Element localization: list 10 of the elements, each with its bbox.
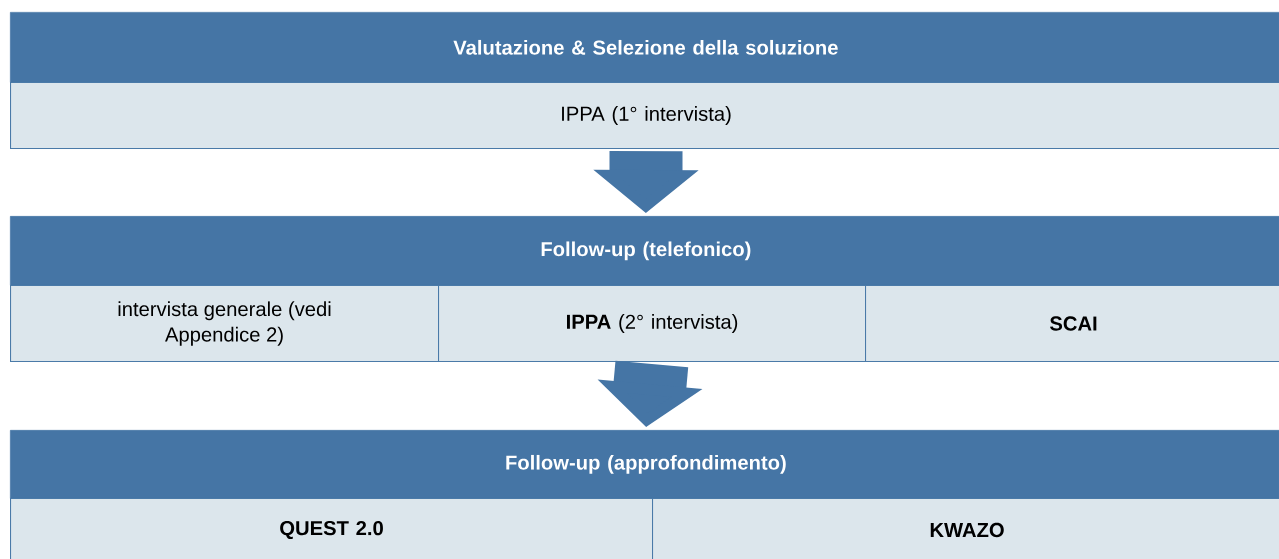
header-band: Valutazione & Selezione della soluzione [10,12,1279,83]
table-cell: KWAZO [652,498,1279,559]
header-band: Follow-up (approfondimento) [10,430,1279,499]
table-cell: intervista generale (vedi Appendice 2) [10,285,440,363]
node-label: QUEST 2.0 [280,520,383,540]
table-cell: QUEST 2.0 [10,498,654,559]
table-cell: SCAI [865,285,1279,363]
table-cell: IPPA (2° intervista) [438,285,867,363]
header-band: Follow-up (telefonico) [10,216,1279,286]
table-cell: IPPA (1° intervista) [10,82,1279,150]
